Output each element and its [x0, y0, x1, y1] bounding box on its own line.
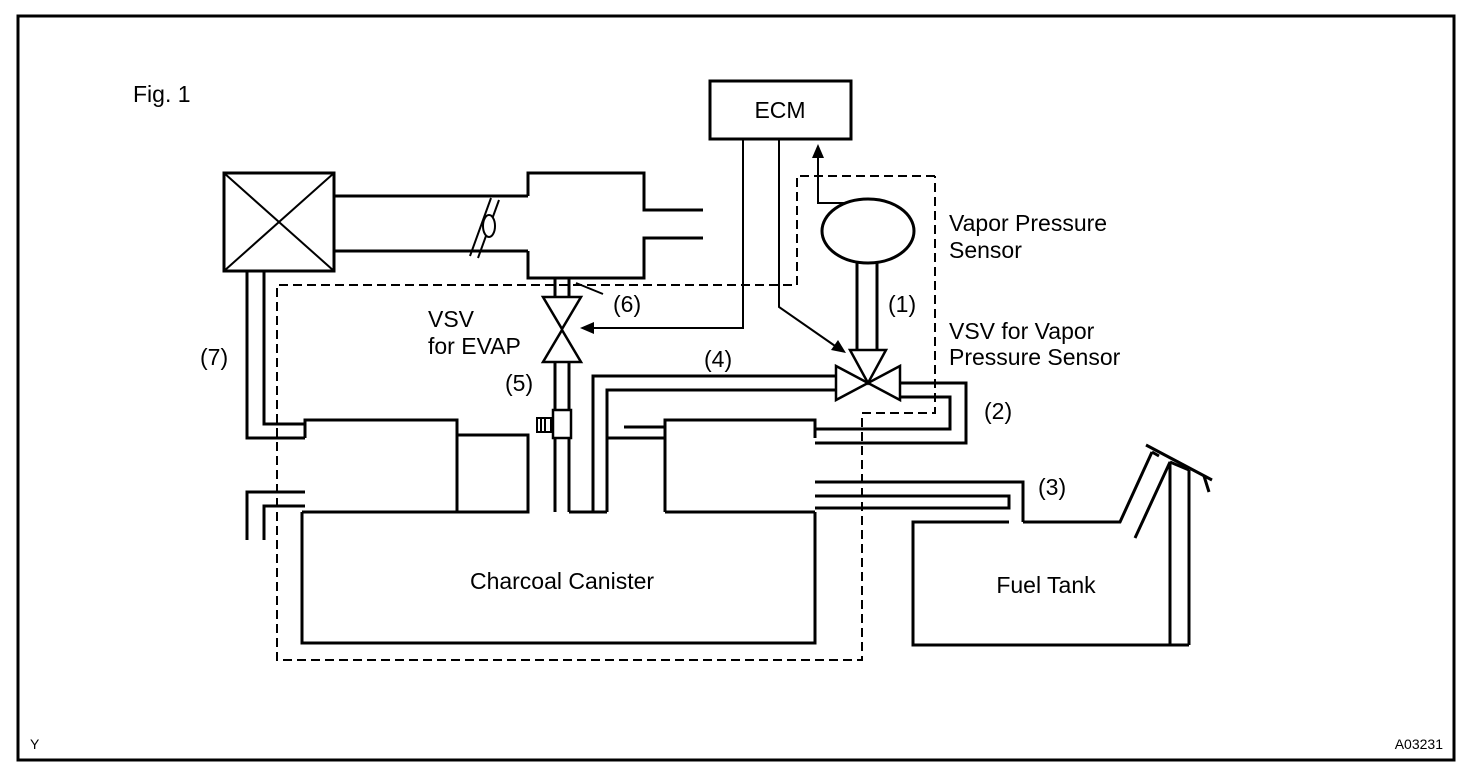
throttle-valve [469, 197, 500, 259]
dashed-signal-lines [276, 175, 936, 661]
fuel-tank [911, 443, 1213, 647]
hose-label-5: (5) [505, 370, 533, 396]
ecm-box: ECM [708, 79, 853, 141]
hose-label-3: (3) [1038, 474, 1066, 500]
hose-4 [591, 374, 836, 512]
corner-mark: Y [30, 736, 40, 752]
ecm-label: ECM [754, 97, 805, 123]
hose-5 [536, 362, 573, 512]
vsv-evap-label-2: for EVAP [428, 333, 521, 359]
fuel-tank-label: Fuel Tank [996, 572, 1096, 598]
vsv-evap [540, 295, 584, 364]
vsv-sensor-label-2: Pressure Sensor [949, 344, 1121, 370]
vsv-sensor-label-1: VSV for Vapor [949, 318, 1095, 344]
figure-label: Fig. 1 [133, 81, 191, 107]
hose-label-1: (1) [888, 291, 916, 317]
hose-6 [553, 278, 604, 297]
hose-7 [245, 271, 305, 540]
vsv-vapor-pressure-sensor [834, 348, 902, 403]
hose-label-7: (7) [200, 344, 228, 370]
canister-label: Charcoal Canister [470, 568, 654, 594]
hose-2 [815, 381, 968, 445]
air-cleaner [222, 171, 336, 273]
charcoal-canister [300, 418, 817, 645]
vapor-sensor-label-2: Sensor [949, 237, 1022, 263]
figure-code: A03231 [1395, 736, 1443, 752]
hose-label-4: (4) [704, 346, 732, 372]
hose-label-6: (6) [613, 291, 641, 317]
hose-3 [815, 480, 1025, 522]
intake-manifold [334, 171, 703, 280]
vapor-pressure-sensor [820, 197, 916, 352]
vapor-sensor-label-1: Vapor Pressure [949, 210, 1107, 236]
vsv-evap-label-1: VSV [428, 306, 475, 332]
figure-border [16, 14, 1456, 762]
ecm-wiring [580, 139, 868, 353]
hose-label-2: (2) [984, 398, 1012, 424]
